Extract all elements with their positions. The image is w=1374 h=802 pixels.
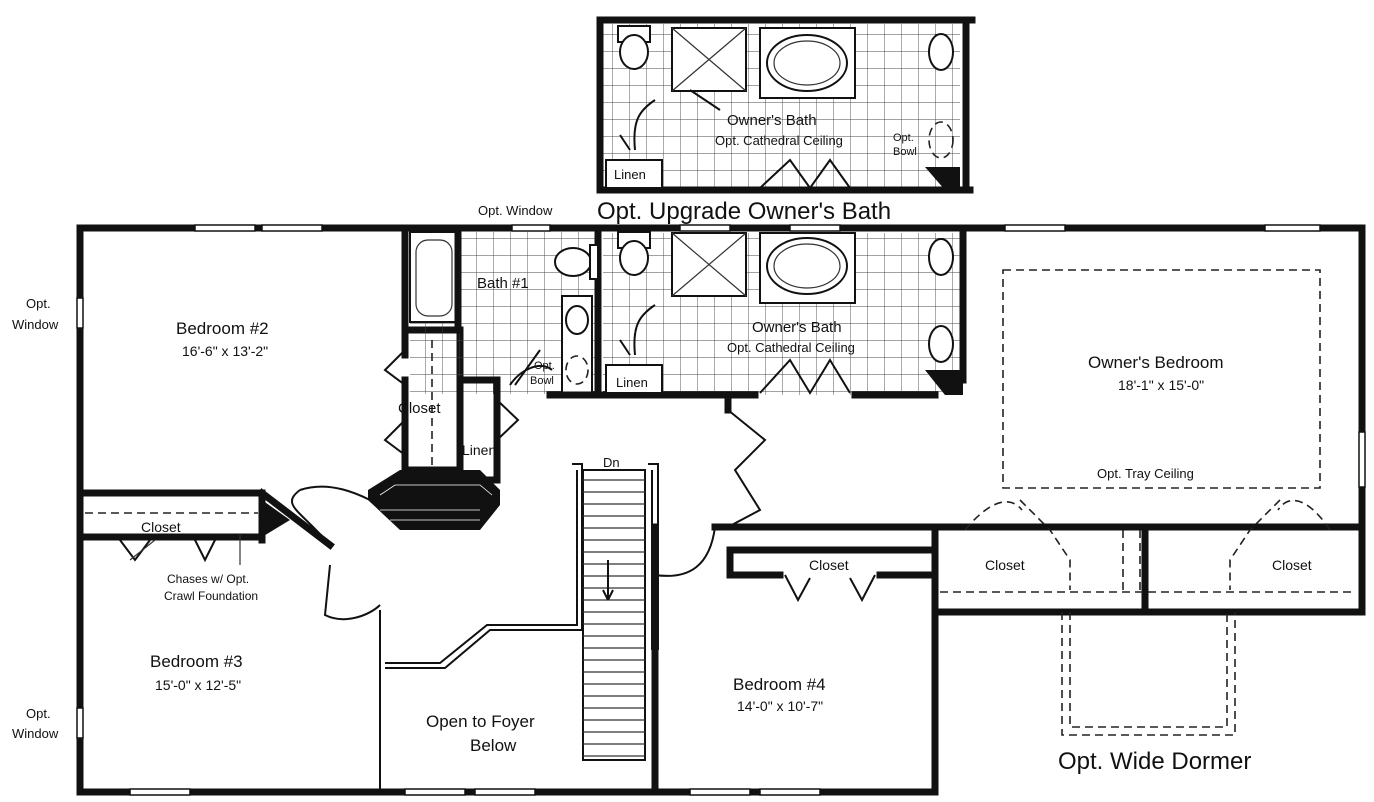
owners-bedroom: Owner's Bedroom 18'-1" x 15'-0" Opt. Tra… (711, 269, 1366, 531)
bath-1: Bath #1 Opt. Bowl (409, 227, 602, 399)
bedroom-2-name: Bedroom #2 (176, 319, 269, 338)
bedroom-3-dim: 15'-0" x 12'-5" (155, 677, 241, 693)
opt-window-left-1b: Window (12, 317, 59, 332)
wide-dormer: Opt. Wide Dormer (1058, 612, 1251, 775)
tray-ceiling-label: Opt. Tray Ceiling (1097, 466, 1194, 481)
opt-window-top-label: Opt. Window (478, 203, 553, 218)
open-to-foyer-line2: Below (470, 736, 517, 755)
hall-linen-label: Linen (462, 442, 496, 458)
bedroom-2-dim: 16'-6" x 13'-2" (182, 343, 268, 359)
wide-dormer-label: Opt. Wide Dormer (1058, 748, 1251, 775)
bed3-closet-label: Closet (141, 519, 181, 535)
opt-window-left-2a: Opt. (26, 706, 51, 721)
upgrade-opt-label: Opt. (893, 132, 914, 144)
opt-window-left-1a: Opt. (26, 296, 51, 311)
open-to-foyer-line1: Open to Foyer (426, 712, 535, 731)
bedroom-3: Closet Chases w/ Opt. Crawl Foundation B… (76, 485, 381, 792)
closet-owners-right-label: Closet (1272, 557, 1312, 573)
bath-1-opt-label: Opt. (534, 360, 555, 372)
bedroom-4-name: Bedroom #4 (733, 675, 826, 694)
stairs: Dn (385, 455, 659, 761)
owners-linen-label: Linen (616, 375, 648, 390)
bath-1-bowl-label: Bowl (530, 375, 554, 387)
bed2-closet-label: Closet (398, 400, 441, 417)
owners-closets: Closet Closet (931, 499, 1355, 616)
closet-owners-left-label: Closet (985, 557, 1025, 573)
upgrade-linen-label: Linen (614, 167, 646, 182)
bed4-closet-label: Closet (809, 557, 849, 573)
upgrade-title: Opt. Upgrade Owner's Bath (597, 198, 891, 225)
owners-bedroom-name: Owner's Bedroom (1088, 353, 1224, 372)
bath-1-label: Bath #1 (477, 275, 529, 292)
upgrade-cathedral-label: Opt. Cathedral Ceiling (715, 133, 843, 148)
chases-line2: Crawl Foundation (164, 589, 258, 603)
owners-bedroom-dim: 18'-1" x 15'-0" (1118, 377, 1204, 393)
hall-linen: Linen (368, 376, 520, 530)
stairs-dn-label: Dn (603, 455, 620, 470)
open-to-foyer: Open to Foyer Below (426, 712, 535, 755)
owners-bath: Owner's Bath Opt. Cathedral Ceiling Line… (546, 227, 967, 399)
bedroom-3-name: Bedroom #3 (150, 652, 243, 671)
bedroom-4: Closet Bedroom #4 14'-0" x 10'-7" (651, 523, 939, 796)
exterior-walls (76, 224, 1366, 796)
upgrade-owners-bath: Owner's Bath Opt. Cathedral Ceiling Opt.… (596, 16, 976, 194)
owners-bath-label: Owner's Bath (752, 319, 842, 336)
chases-line1: Chases w/ Opt. (167, 572, 249, 586)
bedroom-4-dim: 14'-0" x 10'-7" (737, 698, 823, 714)
bedroom-2: Bedroom #2 16'-6" x 13'-2" (76, 227, 464, 497)
opt-window-left-2b: Window (12, 726, 59, 741)
upgrade-bowl-label: Bowl (893, 146, 917, 158)
upgrade-owners-bath-label: Owner's Bath (727, 112, 817, 129)
owners-cathedral-label: Opt. Cathedral Ceiling (727, 340, 855, 355)
